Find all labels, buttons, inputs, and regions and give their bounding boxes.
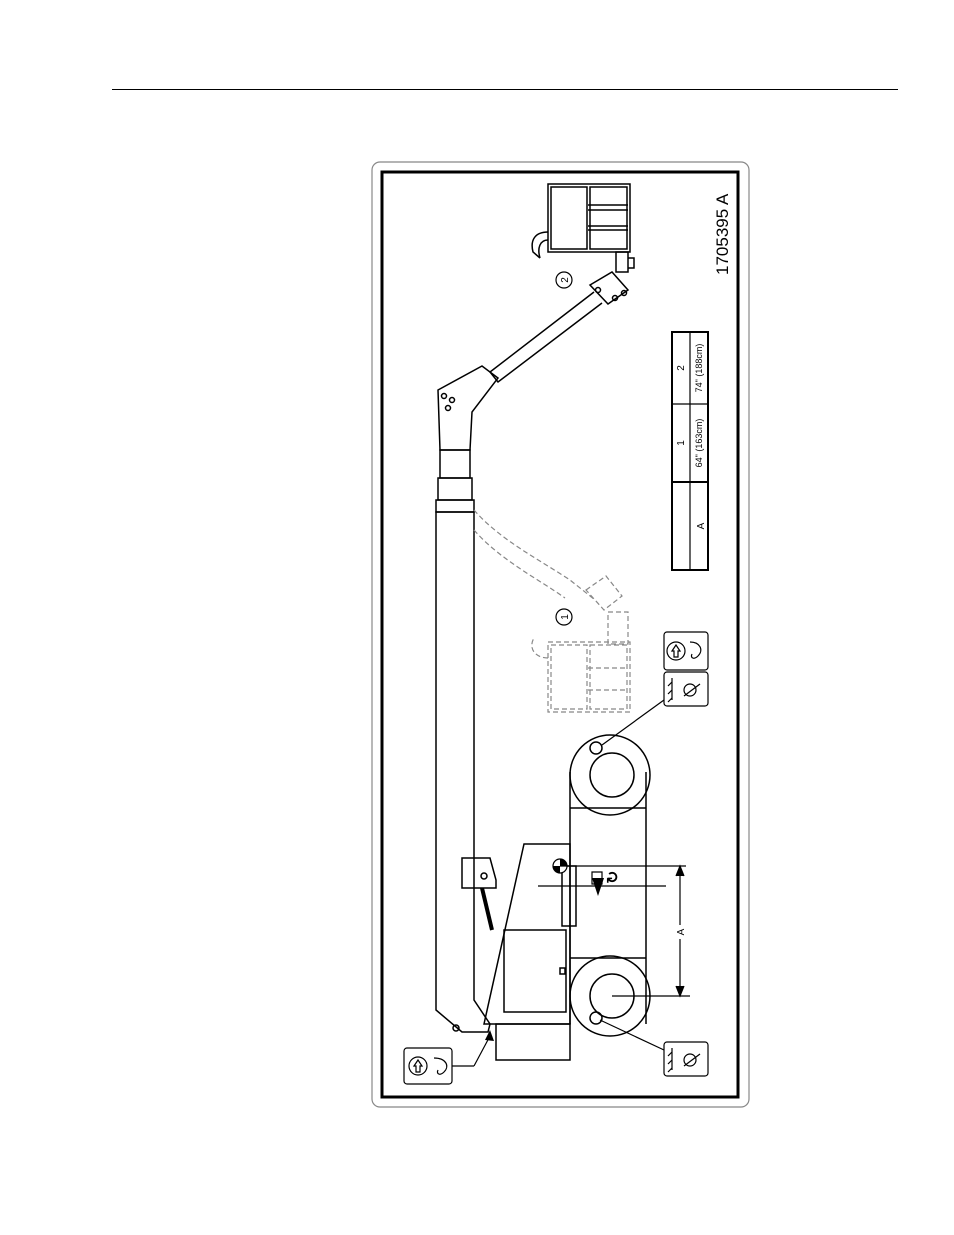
chassis (484, 772, 646, 1060)
table-value-1: 64" (163cm) (694, 419, 704, 468)
position-label-2: 2 (560, 277, 571, 283)
tie-down-leader-top (602, 700, 664, 745)
position-label-1: 1 (560, 614, 571, 620)
lift-point-icon-bottom (404, 1048, 452, 1084)
table-col-2-label: 2 (676, 365, 687, 371)
jib-boom (436, 292, 602, 512)
main-boom (436, 512, 496, 1032)
table-value-2: 74" (188cm) (694, 344, 704, 393)
platform-position-2 (532, 184, 634, 304)
table-col-1-label: 1 (676, 440, 687, 446)
tie-down-icon-bottom (664, 1042, 708, 1076)
platform-position-1 (474, 510, 630, 712)
outer-frame (372, 162, 749, 1107)
svg-text:↻: ↻ (605, 871, 622, 884)
center-of-gravity-marker: ↻ (538, 859, 686, 896)
position-marker-1: 1 (556, 609, 572, 625)
lift-point-leader-bottom-2 (474, 1036, 490, 1066)
rear-wheel (570, 735, 650, 815)
lift-point-icon-top (664, 632, 708, 670)
position-marker-2: 2 (556, 272, 572, 288)
table-header-a: A (696, 522, 707, 529)
dimension-label: A (676, 928, 687, 935)
tie-down-icon-top (664, 672, 708, 706)
part-number: 1705395 A (713, 193, 732, 275)
tie-down-leader-bottom (600, 1020, 664, 1050)
